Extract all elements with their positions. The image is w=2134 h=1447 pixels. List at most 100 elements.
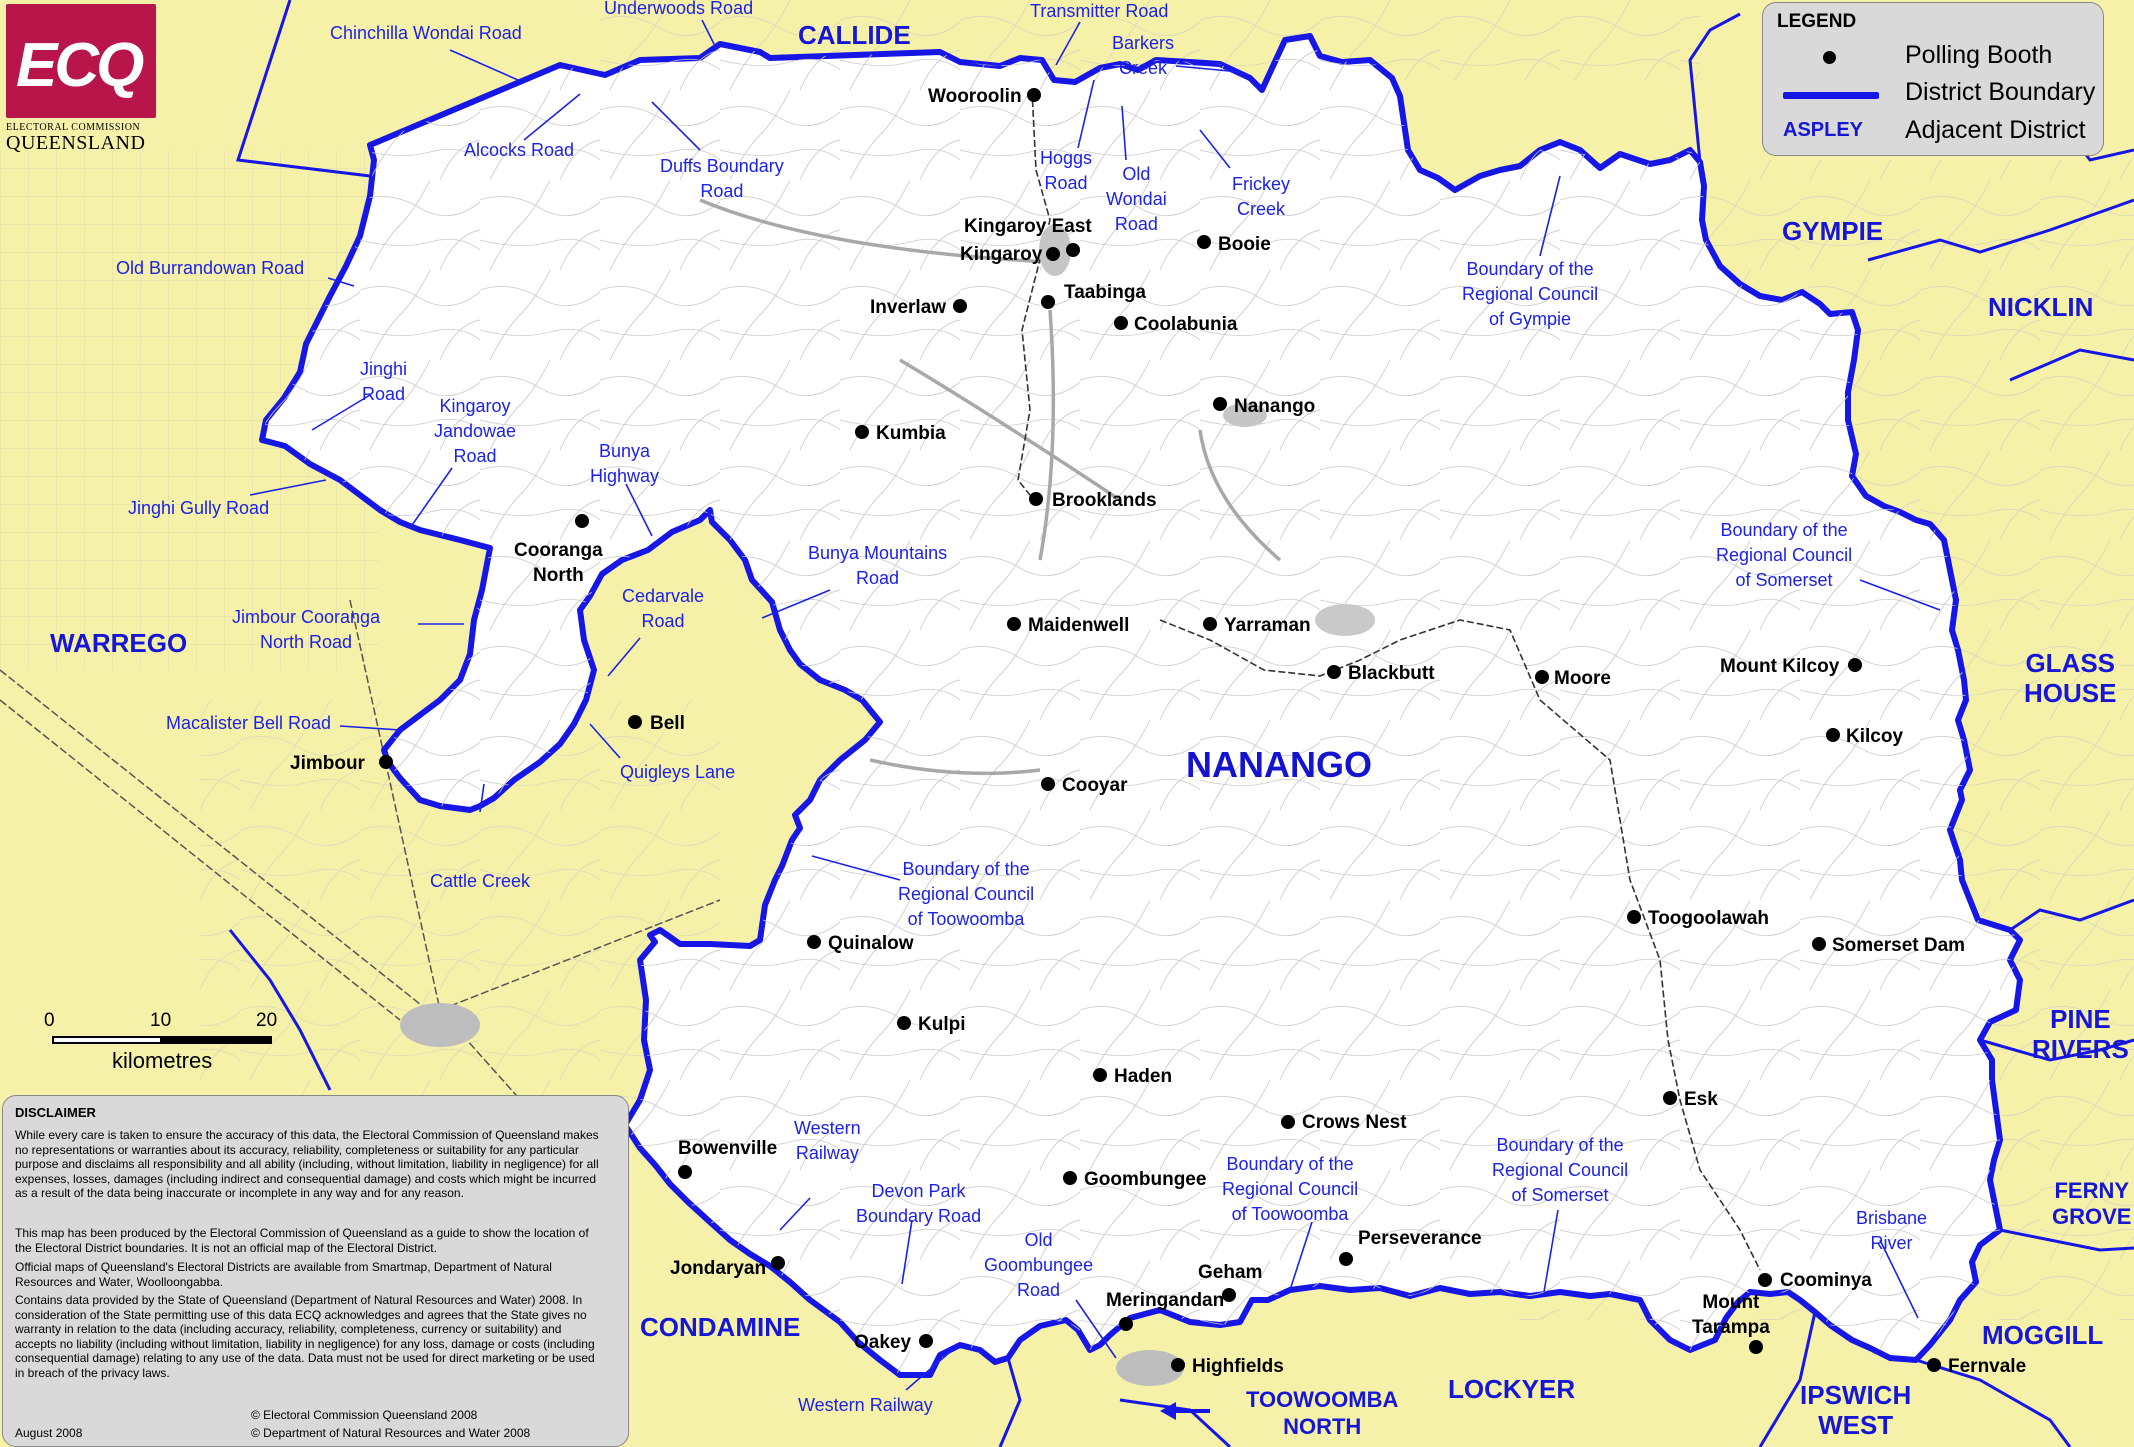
disclaimer-panel: DISCLAIMER While every care is taken to …	[2, 1095, 629, 1447]
polling-booth-label: Coolabunia	[1134, 314, 1238, 335]
ecq-logo: ECQ ELECTORAL COMMISSION QUEENSLAND	[4, 4, 156, 154]
polling-booth-label: Haden	[1114, 1066, 1173, 1087]
polling-booth-label: Toogoolawah	[1648, 908, 1770, 929]
road-label: Barkers Creek	[1112, 33, 1175, 78]
polling-booth-label: Taabinga	[1064, 282, 1146, 303]
polling-booth-label: Kingaroy East	[964, 216, 1092, 237]
polling-booth-label: Jondaryan	[670, 1258, 767, 1279]
polling-booth-label: Esk	[1684, 1089, 1718, 1110]
district-boundary-icon	[1783, 92, 1879, 99]
legend-district-boundary: District Boundary	[1905, 78, 2096, 106]
legend-adjacent-example: ASPLEY	[1783, 119, 1864, 141]
legend-row-adjacent-district: ASPLEY Adjacent District	[1763, 116, 2103, 152]
legend-row-polling-booth: Polling Booth	[1763, 41, 2103, 77]
road-label: Hoggs Road	[1040, 148, 1093, 193]
polling-booth-label: Moore	[1554, 668, 1611, 689]
road-label: Frickey Creek	[1232, 174, 1290, 219]
disclaimer-paragraph: Contains data provided by the State of Q…	[15, 1293, 595, 1380]
adjacent-district: MOGGILL	[1982, 1320, 2104, 1350]
label-leaders	[249, 19, 1941, 1391]
road-label: Jimbour Cooranga North Road	[232, 607, 381, 652]
disclaimer-paragraph: Official maps of Queensland's Electoral …	[15, 1260, 552, 1289]
polling-booth-label: Meringandan	[1106, 1290, 1225, 1311]
polling-booth-label: Kingaroy	[960, 244, 1043, 265]
adjacent-district: NICKLIN	[1988, 292, 2094, 322]
adjacent-district: FERNY GROVE	[2052, 1178, 2132, 1229]
road-label: Boundary of the Regional Council of Toow…	[1222, 1154, 1359, 1224]
polling-booth-label: Crows Nest	[1302, 1112, 1407, 1133]
polling-booth-label: Wooroolin	[928, 86, 1022, 107]
adjacent-district: CONDAMINE	[640, 1312, 801, 1342]
polling-booth-label: Geham	[1198, 1262, 1263, 1283]
polling-booth-label: Kumbia	[876, 423, 946, 444]
logo-abbr: ECQ	[16, 31, 144, 100]
road-label: Bunya Highway	[590, 441, 660, 486]
polling-booth-label: Mount Tarampa	[1692, 1292, 1770, 1338]
polling-booth-label: Cooyar	[1062, 775, 1128, 796]
legend: LEGEND Polling Booth District Boundary A…	[1762, 2, 2104, 156]
polling-booth-label: Kulpi	[918, 1014, 966, 1035]
polling-booth-label: Highfields	[1192, 1356, 1284, 1377]
road-label: Cattle Creek	[430, 871, 531, 891]
adjacent-district: LOCKYER	[1448, 1374, 1576, 1404]
road-label: Devon Park Boundary Road	[856, 1181, 982, 1226]
road-label: Western Railway	[798, 1395, 933, 1415]
road-label: Alcocks Road	[464, 140, 575, 160]
scale-bar: 0 10 20 kilometres	[40, 1010, 280, 1073]
road-label: Transmitter Road	[1030, 1, 1169, 21]
road-label: Boundary of the Regional Council of Gymp…	[1462, 259, 1599, 329]
legend-polling-booth: Polling Booth	[1905, 41, 2053, 69]
road-label: Chinchilla Wondai Road	[330, 23, 522, 43]
polling-booth-label: Somerset Dam	[1832, 935, 1966, 956]
scale-label: 10	[150, 1010, 172, 1031]
logo-line2: QUEENSLAND	[6, 132, 146, 154]
road-label: Brisbane River	[1856, 1208, 1928, 1253]
polling-booth-label: Quinalow	[828, 933, 914, 954]
road-label: Bunya Mountains Road	[808, 543, 948, 588]
road-label: Quigleys Lane	[620, 762, 736, 782]
logo-line1: ELECTORAL COMMISSION	[6, 122, 141, 133]
polling-booth-label: Mount Kilcoy	[1720, 656, 1840, 677]
polling-booth-label: Fernvale	[1948, 1356, 2027, 1377]
polling-booth-label: Inverlaw	[870, 297, 947, 318]
polling-booth-label: Blackbutt	[1348, 663, 1435, 684]
adjacent-district: PINE RIVERS	[2032, 1004, 2129, 1064]
road-label: Old Burrandowan Road	[116, 258, 305, 278]
road-label: Old Wondai Road	[1106, 164, 1167, 234]
road-label: Old Goombungee Road	[984, 1230, 1094, 1300]
road-label: Underwoods Road	[604, 0, 754, 18]
road-label: Duffs Boundary Road	[660, 156, 784, 201]
polling-booth-label: Maidenwell	[1028, 615, 1130, 636]
road-label: Macalister Bell Road	[166, 713, 332, 733]
road-label: Jinghi Gully Road	[128, 498, 270, 518]
legend-row-district-boundary: District Boundary	[1763, 78, 2103, 114]
polling-booth-dots	[379, 88, 1941, 1372]
polling-booth-label: Brooklands	[1052, 490, 1157, 511]
polling-booth-label: Yarraman	[1224, 615, 1311, 636]
scale-bar-outline	[52, 1036, 272, 1044]
polling-booth-label: Oakey	[854, 1332, 912, 1353]
scale-label: 0	[44, 1010, 55, 1031]
adjacent-district: IPSWICH WEST	[1800, 1380, 1912, 1440]
polling-booth-label: Kilcoy	[1846, 726, 1904, 747]
polling-booth-label: Coominya	[1780, 1270, 1872, 1291]
scale-unit: kilometres	[112, 1048, 213, 1073]
ecq-logo-mark: ECQ	[6, 4, 156, 118]
polling-booth-label: Nanango	[1234, 396, 1316, 417]
polling-booth-label: Cooranga North	[514, 540, 603, 586]
adjacent-district: TOOWOOMBA NORTH	[1246, 1387, 1399, 1439]
polling-booth-label: Bowenville	[678, 1138, 778, 1159]
legend-title: LEGEND	[1777, 11, 1857, 32]
road-label: Boundary of the Regional Council of Toow…	[898, 859, 1035, 929]
copyright-dnrw: © Department of Natural Resources and Wa…	[251, 1426, 531, 1440]
adjacent-district: CALLIDE	[798, 20, 911, 50]
adjacent-district: GLASS HOUSE	[2024, 648, 2117, 708]
copyright-ecq: © Electoral Commission Queensland 2008	[251, 1408, 478, 1422]
road-label: Jinghi Road	[360, 359, 408, 404]
road-label: Boundary of the Regional Council of Some…	[1716, 520, 1853, 590]
road-label: Cedarvale Road	[622, 586, 705, 631]
disclaimer-paragraph: This map has been produced by the Electo…	[15, 1226, 589, 1255]
scale-label: 20	[256, 1010, 278, 1031]
road-label: Western Railway	[794, 1118, 861, 1163]
